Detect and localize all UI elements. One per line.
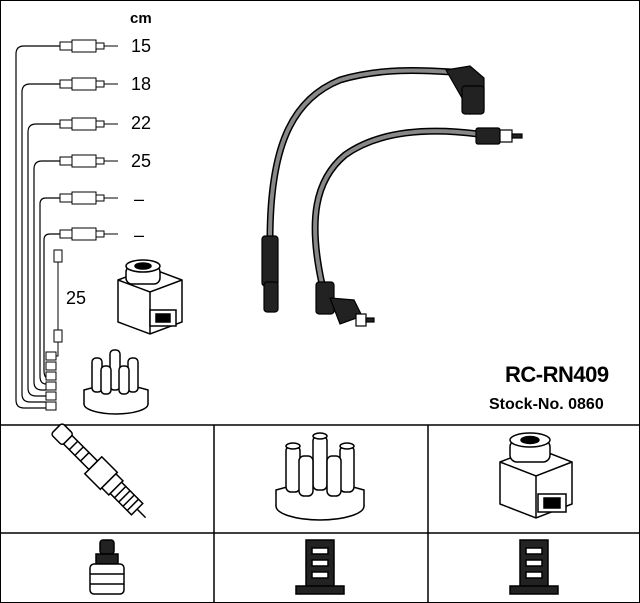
lead-terminals xyxy=(53,39,118,343)
schematic-coil-icon xyxy=(117,259,183,335)
spark-plug-connector-icon xyxy=(89,539,125,595)
coil-lead-length: 25 xyxy=(66,288,87,308)
ignition-leads-illustration xyxy=(261,65,523,327)
ignition-coil-icon xyxy=(499,432,573,519)
schematic-distributor-cap-icon xyxy=(83,349,149,415)
distributor-connector-icon xyxy=(295,539,345,595)
unit-label: cm xyxy=(130,10,152,27)
table-grid xyxy=(0,424,640,603)
spark-plug-icon xyxy=(51,423,147,519)
lead-terminal-4 xyxy=(59,154,118,168)
lead-length-6: – xyxy=(134,225,145,245)
lead-length-1: 15 xyxy=(131,36,152,56)
lead-terminal-1 xyxy=(59,39,118,53)
lead-length-2: 18 xyxy=(131,74,152,94)
lead-length-4: 25 xyxy=(131,151,152,171)
lead-terminal-2 xyxy=(59,77,118,91)
stock-number: Stock-No. 0860 xyxy=(489,396,604,413)
lead-terminal-5 xyxy=(59,191,118,205)
distributor-cap-icon xyxy=(275,432,365,521)
coil-connector-icon xyxy=(509,539,559,595)
lead-terminal-6 xyxy=(59,227,118,241)
lead-length-3: 22 xyxy=(131,113,152,133)
lead-bottom-terminals xyxy=(45,351,57,411)
lead-length-5: – xyxy=(134,189,145,209)
model-number: RC-RN409 xyxy=(505,362,609,387)
lead-schematic xyxy=(15,45,60,409)
lead-terminal-3 xyxy=(59,117,118,131)
